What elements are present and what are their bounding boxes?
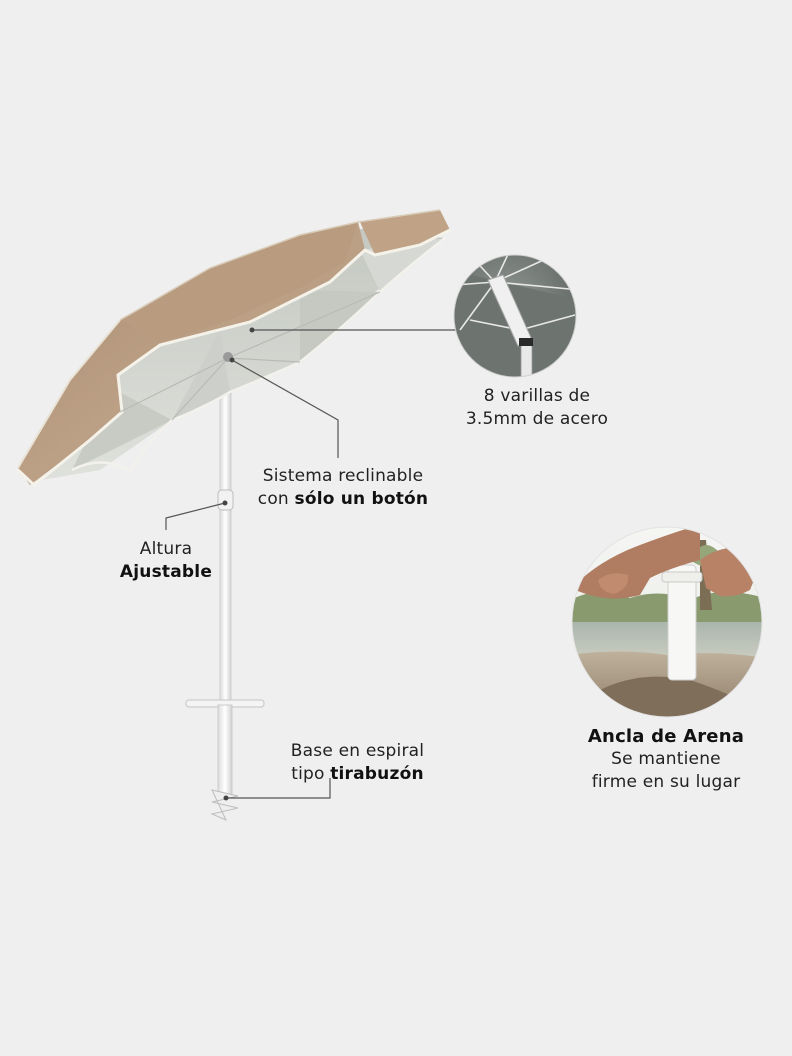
callout-tilt-line1: Sistema reclinable xyxy=(262,466,424,486)
umbrella-pole xyxy=(219,359,232,706)
callout-base: Base en espiral tipo tirabuzón xyxy=(265,740,450,786)
callout-tilt-prefix: con xyxy=(257,489,295,509)
callout-tilt-line2: con sólo un botón xyxy=(238,488,448,511)
spiral-base xyxy=(185,699,265,821)
sand-anchor-photo xyxy=(571,526,763,718)
callout-anchor-title: Ancla de Arena xyxy=(587,726,745,747)
callout-line-height xyxy=(165,502,226,530)
callout-height-bold: Ajustable xyxy=(119,562,213,582)
callout-ribs: 8 varillas de 3.5mm de acero xyxy=(432,385,642,431)
callout-line-base xyxy=(226,778,331,799)
callout-ribs-line1: 8 varillas de xyxy=(483,386,591,406)
rib-closeup-photo xyxy=(453,254,577,378)
callout-tilt: Sistema reclinable con sólo un botón xyxy=(238,465,448,511)
callout-base-prefix: tipo xyxy=(291,764,331,784)
tilt-joint xyxy=(217,489,234,511)
callout-base-line1: Base en espiral xyxy=(290,741,425,761)
callout-anchor: Ancla de Arena Se mantiene firme en su l… xyxy=(556,725,776,794)
canopy-flap-right xyxy=(360,210,450,255)
callout-base-bold: tirabuzón xyxy=(330,764,424,784)
callout-lines xyxy=(165,329,458,799)
callout-height-line2: Ajustable xyxy=(96,561,236,584)
callout-height: Altura Ajustable xyxy=(96,538,236,584)
umbrella-illustration xyxy=(16,209,451,821)
callout-anchor-line2: Se mantiene xyxy=(611,749,721,769)
callout-line-tilt xyxy=(231,359,339,458)
callout-height-line1: Altura xyxy=(139,539,193,559)
callout-anchor-line3: firme en su lugar xyxy=(591,772,741,792)
callout-base-line2: tipo tirabuzón xyxy=(265,763,450,786)
callout-ribs-line2: 3.5mm de acero xyxy=(465,409,609,429)
callout-tilt-bold: sólo un botón xyxy=(294,489,429,509)
